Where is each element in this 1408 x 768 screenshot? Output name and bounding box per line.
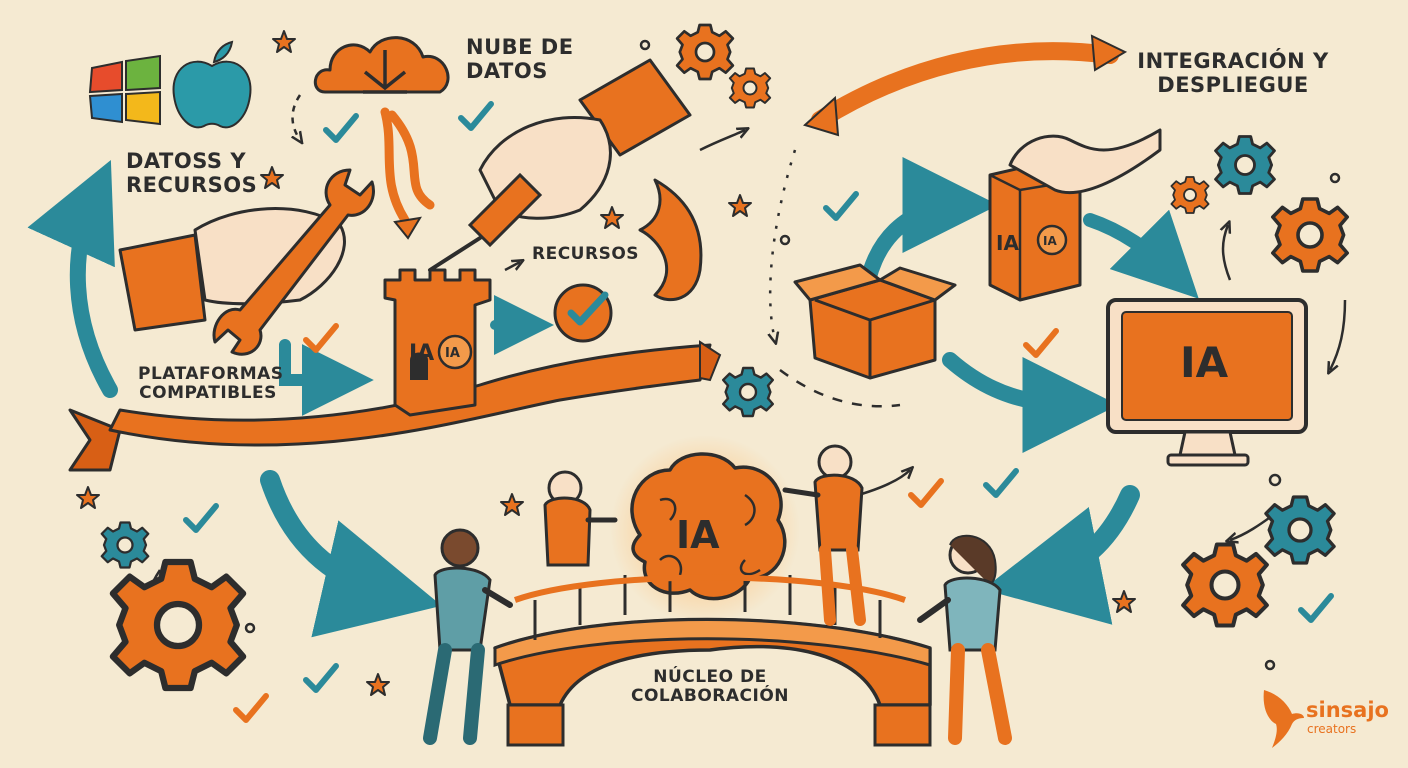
gear-icon xyxy=(722,366,774,418)
brand-name: sinsajo xyxy=(1306,698,1389,722)
thin-arrow xyxy=(1330,299,1347,370)
checkmark-icon xyxy=(306,326,336,350)
checkmark-icon xyxy=(186,506,216,530)
checkmark-icon xyxy=(306,666,336,690)
label-integracion-line2: DESPLIEGUE xyxy=(1157,72,1309,97)
right-down-arrow xyxy=(982,485,1140,625)
open-box xyxy=(793,263,957,380)
thin-arrow xyxy=(770,149,797,340)
cloud-download-icon xyxy=(314,36,450,94)
label-plataformas-line2: COMPATIBLES xyxy=(139,383,277,404)
person-right-top xyxy=(782,444,866,626)
windows-logo-icon xyxy=(88,54,161,126)
label-datos-recursos-line1: DATOSS Y xyxy=(126,149,247,173)
ia-brain: IA xyxy=(630,452,787,601)
gear-icon xyxy=(113,562,243,688)
tower-gear-ia-label: IA xyxy=(445,346,460,361)
gear-icon xyxy=(1170,176,1210,214)
tower-to-monitor-arrow xyxy=(1083,209,1199,299)
bridge xyxy=(493,574,932,747)
thin-arrow xyxy=(779,368,901,408)
brand-subtitle: creators xyxy=(1307,722,1357,736)
person-left-bottom xyxy=(423,528,513,745)
monitor: IA xyxy=(1106,298,1308,467)
ia-box-tower: IA IA xyxy=(988,128,1162,302)
left-down-arrow xyxy=(260,470,442,638)
hand-with-wrench xyxy=(118,168,375,356)
ia-tower: IA IA xyxy=(383,268,492,417)
cloud-arrow xyxy=(380,107,410,225)
gear-icon xyxy=(1183,545,1267,626)
label-datos-recursos: DATOSS Y RECURSOS xyxy=(126,149,258,197)
hand-with-screwdriver xyxy=(428,58,692,272)
label-recursos: RECURSOS xyxy=(532,244,640,264)
label-plataformas: PLATAFORMAS COMPATIBLES xyxy=(138,364,284,404)
checkmark-icon xyxy=(1026,331,1056,355)
decorative-dots xyxy=(244,39,1341,671)
gear-icon xyxy=(728,67,772,109)
checkmark-icon xyxy=(461,104,491,128)
gear-icon xyxy=(100,521,150,569)
box-gear-ia-label: IA xyxy=(1043,234,1057,248)
star-icon xyxy=(272,30,296,53)
checkmark-icon xyxy=(826,194,856,218)
label-nube-datos: NUBE DE DATOS xyxy=(466,35,574,83)
checkmark-icon xyxy=(911,481,941,505)
star-icon xyxy=(728,194,752,217)
star-icon xyxy=(366,673,390,696)
thin-arrow xyxy=(1223,225,1232,281)
ribbon-banner xyxy=(68,340,722,472)
bird-icon xyxy=(1263,690,1304,748)
monitor-ia-label: IA xyxy=(1180,338,1229,387)
platform-arrow xyxy=(279,339,374,416)
checkmark-icon xyxy=(236,696,266,720)
wrench-icon xyxy=(212,168,375,356)
gear-icon xyxy=(1214,135,1276,195)
checkmark-icon xyxy=(326,116,356,140)
cloud-arrow xyxy=(387,110,435,210)
gear-icon xyxy=(1271,197,1349,273)
tower-ia-label: IA xyxy=(409,341,434,366)
gear-icon xyxy=(675,23,735,81)
person-left-top xyxy=(543,470,618,567)
label-datos-recursos-line2: RECURSOS xyxy=(126,172,258,197)
gear-icon xyxy=(1264,495,1336,565)
top-double-arrow-head-left xyxy=(803,95,840,137)
checkmark-circle-icon xyxy=(553,283,613,343)
star-icon xyxy=(600,206,624,229)
label-integracion-line1: INTEGRACIÓN Y xyxy=(1137,49,1329,73)
checkmark-icon xyxy=(1301,596,1331,620)
checkmark-icon xyxy=(986,471,1016,495)
brand-logo: sinsajo creators xyxy=(1258,684,1398,754)
star-icon xyxy=(76,486,100,509)
thin-arrow xyxy=(504,262,520,272)
person-right-bottom xyxy=(917,534,1012,745)
screwdriver-icon xyxy=(467,172,543,248)
top-double-arrow-head-right xyxy=(1090,34,1128,72)
star-icon xyxy=(500,493,524,516)
star-icon xyxy=(1112,590,1136,613)
label-plataformas-line1: PLATAFORMAS xyxy=(138,364,284,384)
label-nucleo-line1: NÚCLEO DE xyxy=(653,667,767,687)
box-to-monitor-arrow xyxy=(942,352,1119,453)
flame-icon xyxy=(638,178,703,302)
left-upward-arrow xyxy=(27,160,118,398)
brain-ia-label: IA xyxy=(676,513,720,557)
label-integracion: INTEGRACIÓN Y DESPLIEGUE xyxy=(1128,49,1338,97)
thin-arrow xyxy=(293,94,301,140)
box-ia-label: IA xyxy=(996,231,1019,255)
label-nube-datos-line1: NUBE DE xyxy=(466,35,574,59)
top-double-arrow xyxy=(811,42,1119,129)
label-nucleo: NÚCLEO DE COLABORACIÓN xyxy=(630,667,790,707)
thin-arrow xyxy=(699,130,745,152)
label-nucleo-line2: COLABORACIÓN xyxy=(630,686,790,707)
label-nube-datos-line2: DATOS xyxy=(466,58,548,83)
apple-logo-icon xyxy=(172,40,252,129)
star-icon xyxy=(260,166,284,189)
